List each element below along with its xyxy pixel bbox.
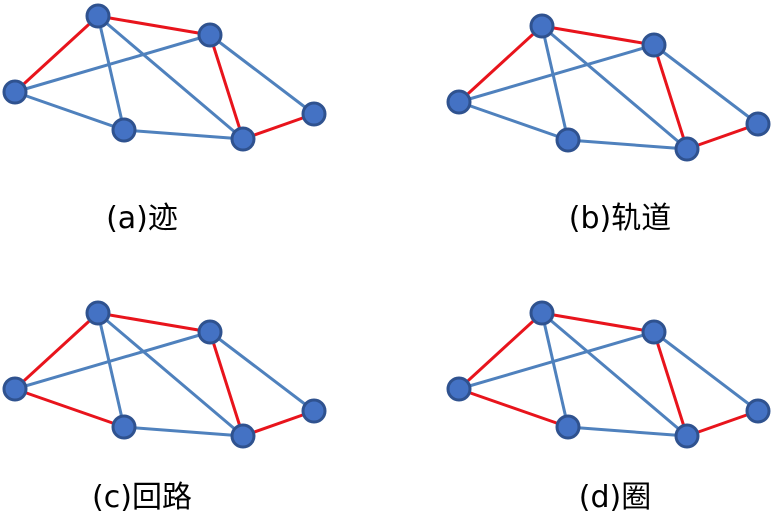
highlighted-edge-3-4 (241, 112, 316, 141)
edge-1-5 (96, 311, 126, 429)
edge-1-3 (96, 311, 245, 438)
vertex-3 (674, 423, 700, 449)
edge-1-5 (96, 14, 126, 132)
vertex-2 (641, 319, 667, 345)
vertex-4 (745, 398, 771, 424)
vertex-5 (555, 414, 581, 440)
vertex-0 (2, 376, 28, 402)
edge-2-4 (208, 33, 316, 116)
vertex-2 (641, 32, 667, 58)
caption-d: (d)圈 (579, 480, 651, 515)
edge-1-5 (540, 311, 570, 429)
highlighted-edge-2-3 (652, 330, 689, 438)
panel-d (446, 300, 771, 449)
vertex-0 (446, 89, 472, 115)
highlighted-edge-1-2 (96, 14, 212, 37)
highlighted-edge-0-5 (13, 387, 126, 429)
highlighted-edge-2-3 (652, 43, 689, 151)
edge-0-2 (457, 330, 656, 391)
vertex-2 (197, 22, 223, 48)
vertex-3 (674, 136, 700, 162)
highlighted-edge-0-1 (13, 311, 100, 391)
edge-5-3 (566, 138, 689, 151)
vertex-4 (301, 101, 327, 127)
highlighted-edge-3-4 (685, 409, 760, 438)
vertex-1 (85, 300, 111, 326)
edge-0-2 (13, 330, 212, 391)
vertex-1 (529, 13, 555, 39)
highlighted-edge-1-2 (96, 311, 212, 334)
highlighted-edge-0-5 (457, 387, 570, 429)
edge-1-3 (540, 311, 689, 438)
edge-0-2 (13, 33, 212, 94)
vertex-5 (111, 117, 137, 143)
vertex-1 (529, 300, 555, 326)
highlighted-edge-1-2 (540, 311, 656, 334)
caption-b: (b)轨道 (569, 201, 671, 236)
edge-2-4 (208, 330, 316, 413)
panel-b (446, 13, 771, 162)
caption-a: (a)迹 (106, 201, 178, 236)
edge-5-3 (122, 128, 245, 141)
highlighted-edge-3-4 (241, 409, 316, 438)
highlighted-edge-0-1 (457, 24, 544, 104)
vertex-0 (446, 376, 472, 402)
edge-0-2 (457, 43, 656, 104)
highlighted-edge-0-1 (457, 311, 544, 391)
vertex-2 (197, 319, 223, 345)
highlighted-edge-2-3 (208, 33, 245, 141)
edge-1-5 (540, 24, 570, 142)
caption-c: (c)回路 (92, 480, 192, 515)
vertex-4 (745, 111, 771, 137)
edge-1-3 (540, 24, 689, 151)
vertex-0 (2, 79, 28, 105)
edge-1-3 (96, 14, 245, 141)
vertex-3 (230, 126, 256, 152)
highlighted-edge-0-1 (13, 14, 100, 94)
vertex-4 (301, 398, 327, 424)
panel-a (2, 3, 327, 152)
highlighted-edge-1-2 (540, 24, 656, 47)
vertex-5 (111, 414, 137, 440)
highlighted-edge-3-4 (685, 122, 760, 151)
panel-c (2, 300, 327, 449)
edge-0-5 (457, 100, 570, 142)
edge-2-4 (652, 43, 760, 126)
edge-0-5 (13, 90, 126, 132)
edge-2-4 (652, 330, 760, 413)
vertex-5 (555, 127, 581, 153)
vertex-1 (85, 3, 111, 29)
highlighted-edge-2-3 (208, 330, 245, 438)
edge-5-3 (566, 425, 689, 438)
vertex-3 (230, 423, 256, 449)
edge-5-3 (122, 425, 245, 438)
